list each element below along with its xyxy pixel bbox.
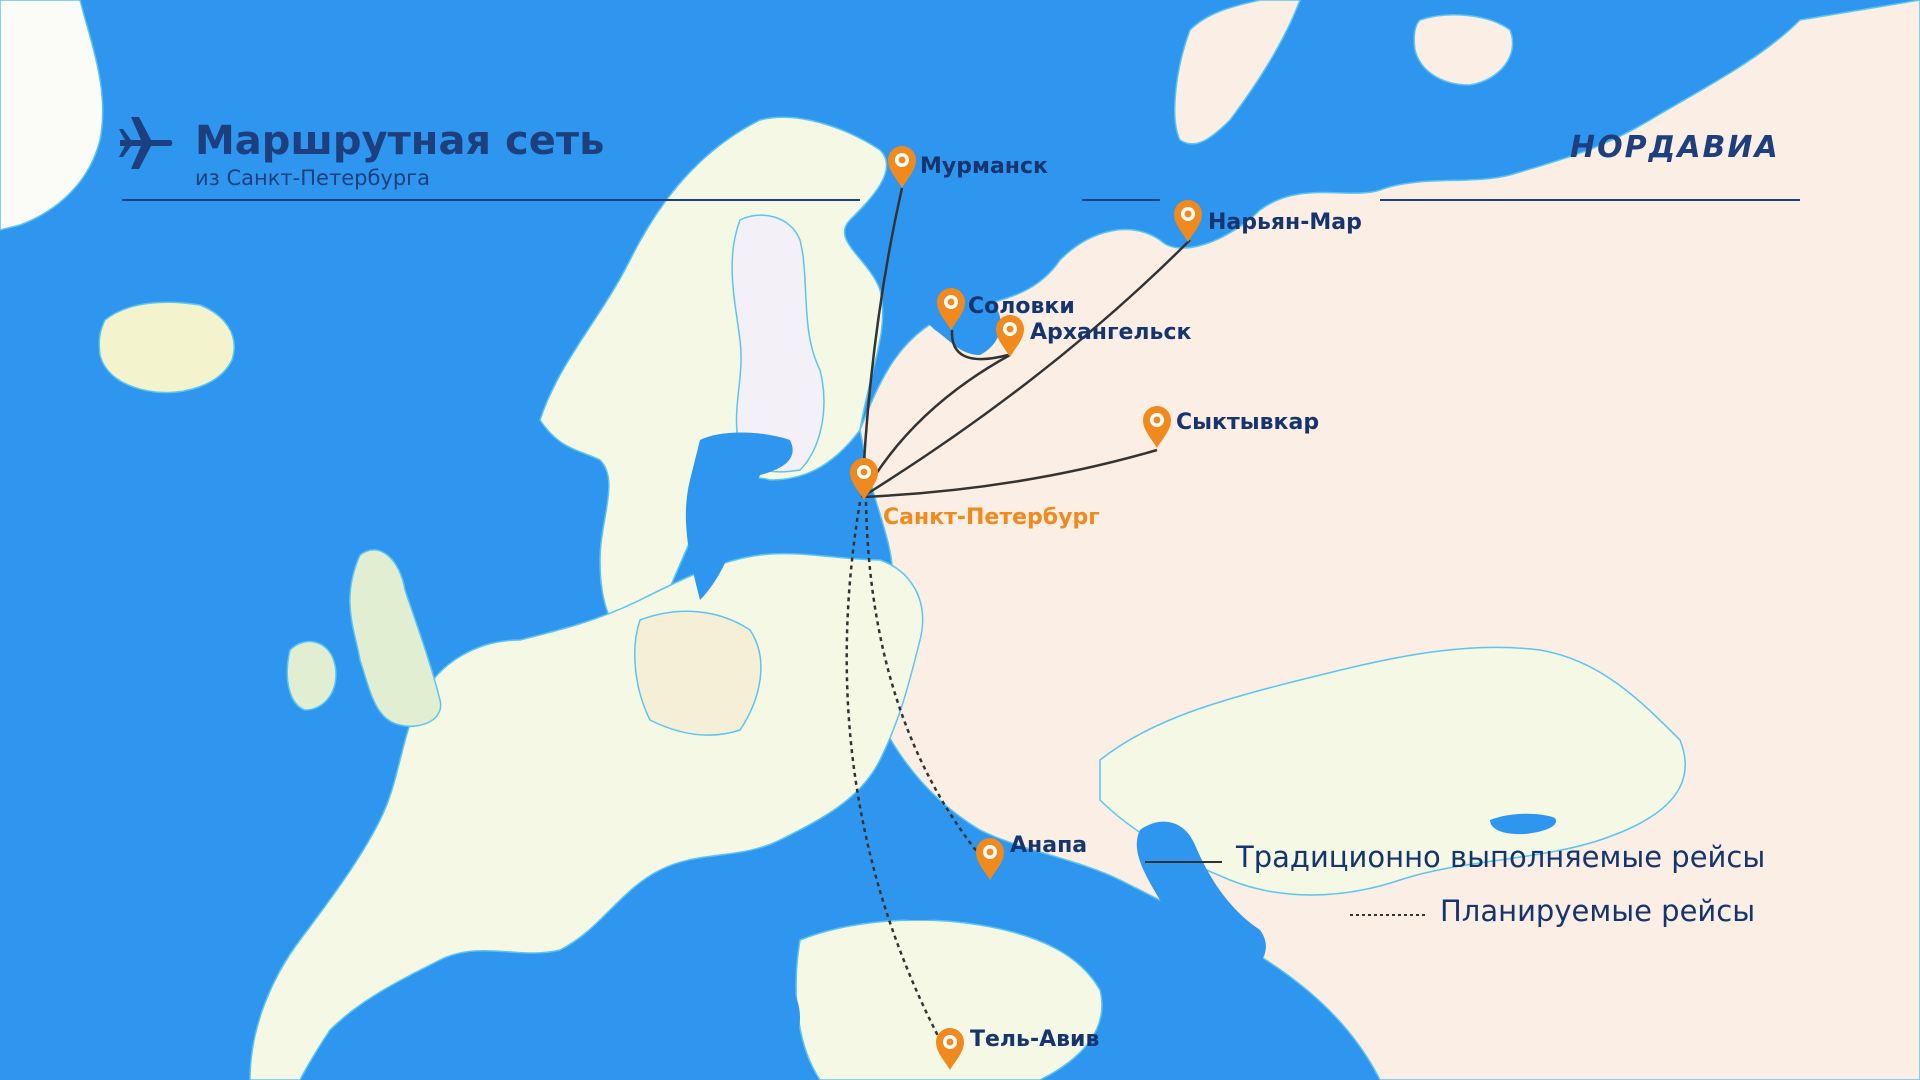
- city-label-anapa: Анапа: [1010, 833, 1088, 858]
- city-label-tel-aviv: Тель-Авив: [970, 1027, 1100, 1052]
- finland-landmass: [731, 214, 825, 473]
- city-label-naryan-mar: Нарьян-Мар: [1208, 210, 1362, 235]
- marker-icon-anapa: [976, 838, 1004, 880]
- route-tel-aviv-planned: [845, 501, 950, 1056]
- route-anapa-planned: [864, 501, 983, 859]
- novaya-zemlya-landmass: [1174, 0, 1301, 145]
- page-title: Маршрутная сеть: [195, 118, 605, 164]
- city-label-saint-petersburg: Санкт-Петербург: [883, 505, 1100, 530]
- marker-icon-solovki: [937, 288, 965, 330]
- legend-planned-flights: Планируемые рейсы: [1440, 894, 1756, 928]
- route-solovki-arkhangelsk: [950, 329, 1009, 361]
- ireland-landmass: [286, 640, 337, 711]
- greenland-landmass: [0, 0, 104, 231]
- legend-lines: [1145, 861, 1428, 916]
- route-syktyvkar: [861, 448, 1158, 499]
- route-murmansk: [860, 187, 904, 498]
- marker-icon-naryan-mar: [1174, 200, 1202, 242]
- uk-landmass: [349, 549, 442, 727]
- baltic-sea: [685, 432, 793, 600]
- arctic-island-landmass: [1413, 14, 1514, 86]
- city-label-arkhangelsk: Архангельск: [1030, 320, 1192, 345]
- brand-logo: НОРДАВИА: [1570, 130, 1780, 165]
- legend-regular-flights: Традиционно выполняемые рейсы: [1236, 840, 1766, 874]
- markers-layer: [850, 146, 1202, 1070]
- city-label-murmansk: Мурманск: [920, 154, 1048, 179]
- iceland-landmass: [98, 301, 235, 394]
- city-label-solovki: Соловки: [968, 294, 1075, 319]
- water-layer: [512, 270, 1556, 1080]
- marker-icon-arkhangelsk: [996, 315, 1024, 357]
- marker-icon-syktyvkar: [1143, 406, 1171, 448]
- plane-icon: [119, 117, 173, 169]
- lake-balkhash: [1490, 813, 1556, 835]
- route-naryan-mar: [861, 239, 1191, 499]
- marker-icon-tel-aviv: [936, 1028, 964, 1070]
- central-europe-landmass: [634, 610, 762, 736]
- page-subtitle: из Санкт-Петербурга: [195, 166, 431, 190]
- marker-icon-murmansk: [888, 146, 916, 188]
- black-sea: [831, 835, 987, 921]
- central-asia-landmass: [1099, 646, 1686, 896]
- marker-icon-saint-petersburg: [850, 458, 878, 500]
- city-label-syktyvkar: Сыктывкар: [1176, 410, 1320, 435]
- caspian-sea: [1136, 821, 1266, 975]
- mediterranean-sea: [512, 946, 800, 1080]
